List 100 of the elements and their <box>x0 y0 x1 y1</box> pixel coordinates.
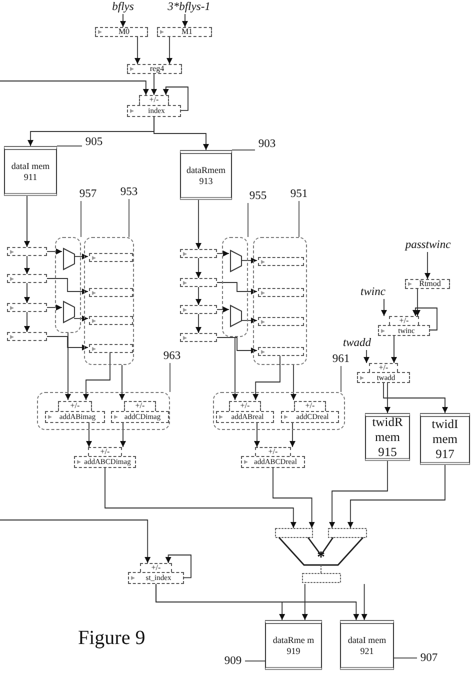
reference-numeral: 905 <box>82 135 106 149</box>
signal-arrow <box>182 14 188 28</box>
memory-block: twidI mem 917 <box>420 413 470 465</box>
register-box <box>180 249 217 258</box>
signal-label: bflys <box>103 0 143 14</box>
register-box <box>258 257 304 266</box>
register-box <box>89 253 133 262</box>
signal-arrow <box>391 336 397 364</box>
signal-arrow <box>252 354 280 400</box>
adder-sign: +/- <box>124 401 156 411</box>
group-outline <box>253 237 307 365</box>
memory-block: dataI mem 921 <box>340 620 394 670</box>
register-box <box>180 305 217 314</box>
group-outline <box>213 392 345 430</box>
signal-label: twinc <box>356 285 390 299</box>
signal-arrow <box>156 584 360 620</box>
signal-arrow <box>216 306 230 312</box>
adder-sign: +/- <box>255 447 291 456</box>
adder-sign: +/- <box>294 401 326 411</box>
signal-arrow <box>364 350 370 364</box>
signal-arrow <box>254 422 260 448</box>
signal-arrow <box>0 520 151 564</box>
signal-arrow <box>46 278 88 294</box>
register-box: M1 <box>157 27 212 37</box>
reference-numeral: 957 <box>76 187 100 201</box>
memory-block: dataRme m 919 <box>265 620 322 670</box>
group-outline <box>84 237 134 365</box>
register-box <box>180 333 217 342</box>
signal-arrow <box>86 422 92 448</box>
signal-arrow <box>46 248 62 254</box>
adder-sign: +/- <box>368 363 398 372</box>
signal-arrow <box>196 286 202 306</box>
signal-arrow <box>216 250 230 256</box>
leader-line <box>128 198 130 238</box>
reference-numeral: 955 <box>246 189 270 203</box>
group-outline <box>222 237 248 337</box>
signal-arrow <box>24 196 30 248</box>
signal-arrow <box>290 422 296 448</box>
signal-arrow <box>216 337 258 354</box>
signal-arrow <box>329 460 388 528</box>
reference-numeral: 903 <box>255 137 279 151</box>
register-box <box>258 347 304 356</box>
multiplexer-symbol <box>63 301 75 323</box>
signal-arrow <box>83 352 110 400</box>
group-outline <box>37 392 170 430</box>
signal-arrow <box>240 258 258 264</box>
signal-arrow <box>383 382 448 414</box>
signal-arrow <box>424 252 430 280</box>
register-box <box>89 344 133 353</box>
register-box <box>89 288 133 297</box>
multiplexer-symbol <box>230 305 242 327</box>
adder-sign: +/- <box>88 447 122 456</box>
signal-arrow <box>384 382 390 414</box>
register-box <box>7 274 47 283</box>
signal-arrow <box>24 256 30 274</box>
signal-arrow <box>134 36 140 64</box>
signal-arrow <box>412 308 438 330</box>
reference-numeral: 961 <box>329 352 353 366</box>
signal-arrow <box>216 282 258 294</box>
register-box <box>258 317 304 326</box>
signal-label: passtwinc <box>398 238 458 252</box>
signal-label: 3*bflys-1 <box>158 0 220 14</box>
signal-arrow <box>162 86 188 111</box>
leader-line <box>244 660 266 662</box>
signal-arrow <box>414 288 420 316</box>
leader-line <box>298 200 300 238</box>
signal-arrow <box>166 36 172 64</box>
memory-block: dataI mem 911 <box>4 146 57 196</box>
signal-label: twadd <box>338 336 376 350</box>
signal-arrow <box>290 364 296 400</box>
register-box: M0 <box>95 27 148 37</box>
adder-sign: +/- <box>389 316 419 325</box>
figure-caption: Figure 9 <box>78 627 146 650</box>
register-box <box>7 332 47 341</box>
reference-numeral: 963 <box>160 349 184 363</box>
register-box: reg4 <box>127 64 182 74</box>
reference-numeral: 953 <box>117 185 141 199</box>
adder-sign: +/- <box>228 401 262 411</box>
reference-numeral: 951 <box>287 187 311 201</box>
signal-arrow <box>196 200 202 250</box>
signal-arrow <box>46 336 88 350</box>
reference-numeral: 907 <box>417 651 441 665</box>
signal-arrow <box>240 318 258 324</box>
signal-arrow <box>0 80 149 96</box>
signal-arrow <box>272 468 315 528</box>
register-box <box>258 288 304 297</box>
multiplexer-symbol <box>63 248 75 270</box>
signal-arrow <box>196 258 202 278</box>
signal-arrow <box>74 316 88 322</box>
signal-arrow <box>381 298 387 316</box>
leader-line <box>340 366 342 392</box>
signal-arrow <box>232 336 238 400</box>
memory-block: dataRmem 913 <box>180 150 232 200</box>
signal-arrow <box>119 364 125 400</box>
register-box <box>180 278 217 287</box>
signal-arrow <box>120 14 126 28</box>
register-box: Rtmod <box>405 279 450 289</box>
adder-sign: +/- <box>140 563 172 572</box>
signal-arrow <box>46 304 62 310</box>
signal-arrow <box>151 74 157 96</box>
